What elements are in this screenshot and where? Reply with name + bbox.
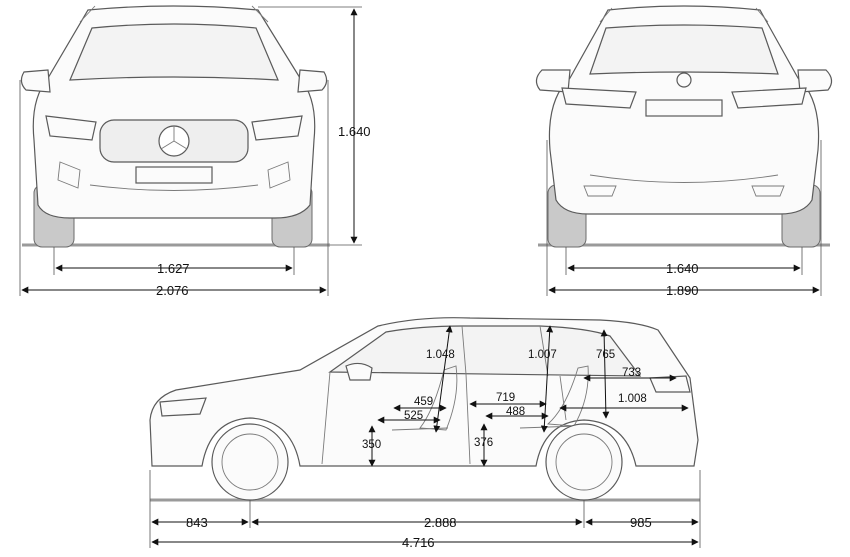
star-emblem-points [160, 126, 188, 150]
cargo-length-floor-label: 1.008 [618, 393, 647, 405]
front-left-headlight [45, 115, 97, 141]
rear-licence-plate [645, 99, 723, 117]
front-view: 1.640 1.627 2.076 [19, 5, 371, 298]
wheelbase-label: 2.888 [424, 515, 457, 530]
front-left-mirror [20, 69, 51, 93]
rear-legroom-label: 488 [506, 406, 525, 418]
front-licence-plate [135, 166, 213, 184]
front-legroom-label: 525 [404, 410, 423, 422]
side-rear-rim [555, 433, 613, 491]
front-headroom-dim-line [433, 325, 453, 433]
cargo-height-label: 765 [596, 349, 615, 361]
front-right-mirror [297, 69, 328, 93]
rear-star-emblem-icon [676, 72, 692, 88]
rear-seat-height-label: 376 [474, 437, 493, 449]
rear-width-label: 1.890 [666, 283, 699, 298]
side-front-wheel [211, 423, 289, 501]
cargo-height-dim-line [600, 329, 610, 419]
front-height-label: 1.640 [338, 124, 371, 139]
rear-roof-rails [599, 7, 769, 23]
rear-left-taillight [561, 87, 637, 109]
side-door-lines [321, 371, 567, 465]
side-mirror [345, 362, 373, 381]
rear-seat-depth-label: 719 [496, 392, 515, 404]
rear-right-mirror [797, 69, 833, 93]
rear-track-label: 1.640 [666, 261, 699, 276]
side-headlight [159, 397, 207, 417]
front-overhang-label: 843 [186, 515, 208, 530]
rear-view: 1.640 1.890 [535, 5, 833, 298]
front-right-headlight [251, 115, 303, 141]
side-front-rim [221, 433, 279, 491]
front-width-label: 2.076 [156, 283, 189, 298]
front-headroom-label: 1.048 [426, 349, 455, 361]
front-seat-height-label: 350 [362, 439, 381, 451]
rear-window [589, 24, 779, 75]
rear-overhang-label: 985 [630, 515, 652, 530]
side-rear-wheel [545, 423, 623, 501]
front-seat-depth-label: 459 [414, 396, 433, 408]
rear-left-mirror [535, 69, 571, 93]
rear-right-taillight [731, 87, 807, 109]
front-lower-intake [57, 161, 291, 191]
front-roof-rails [79, 5, 269, 23]
rear-diffuser [583, 174, 785, 197]
front-windshield [69, 23, 279, 81]
rear-headroom-label: 1.007 [528, 349, 557, 361]
front-track-label: 1.627 [157, 261, 190, 276]
cargo-length-upper-label: 733 [622, 367, 641, 379]
side-view: 1.048 1.007 765 733 1.008 459 525 719 48… [149, 317, 701, 550]
overall-length-label: 4.716 [402, 535, 435, 550]
